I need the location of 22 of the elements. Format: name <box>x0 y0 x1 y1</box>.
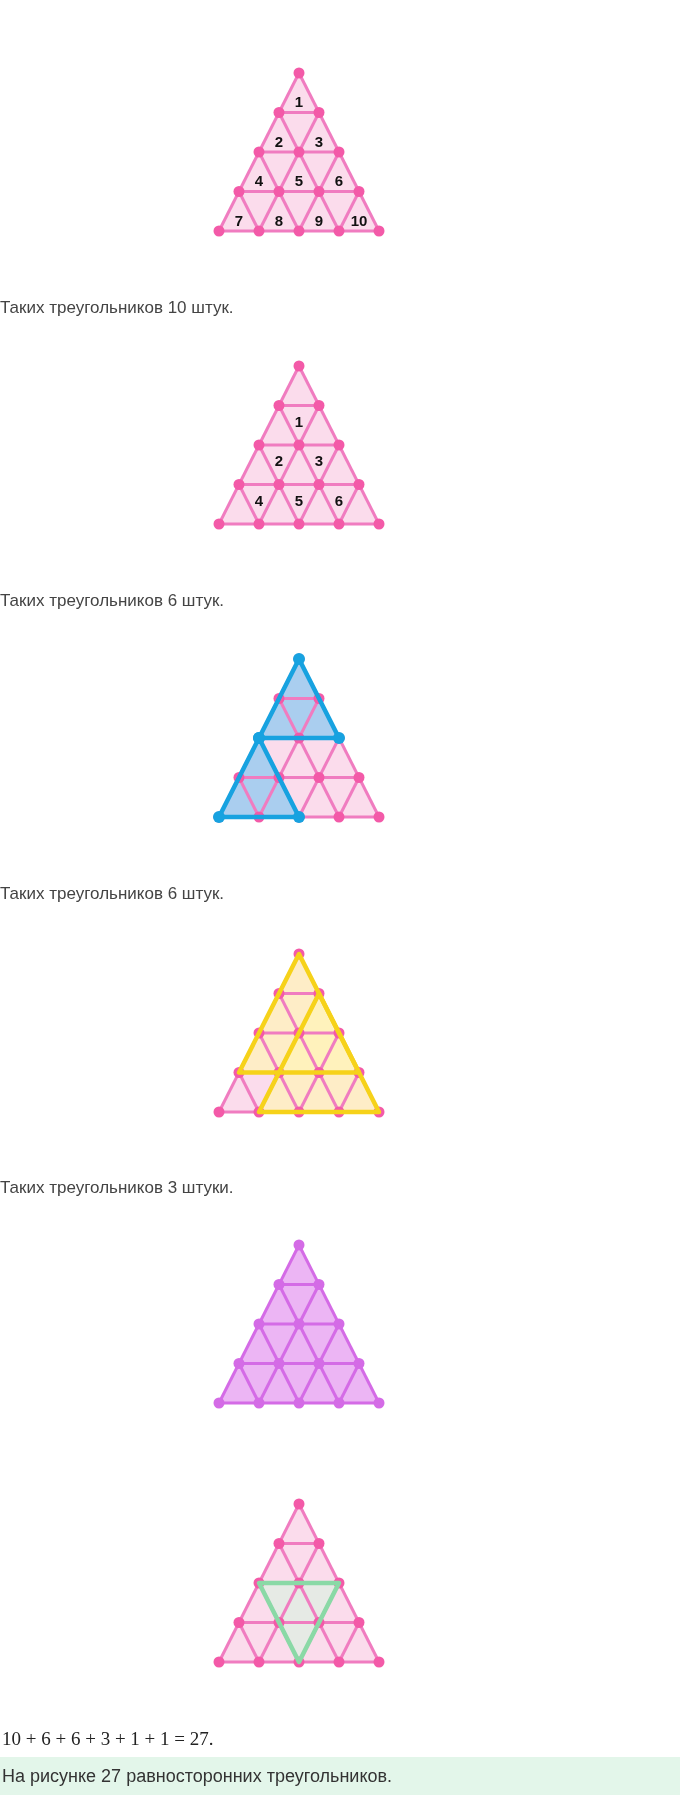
equation: 10 + 6 + 6 + 3 + 1 + 1 = 27. <box>2 1728 214 1750</box>
triangle-number: 5 <box>294 492 304 508</box>
triangle-number: 2 <box>274 452 284 468</box>
triangle-number: 7 <box>234 212 244 228</box>
triangle-number: 8 <box>274 212 284 228</box>
triangle-number: 9 <box>314 212 324 228</box>
triangle-number: 10 <box>350 212 368 228</box>
triangle-number: 3 <box>314 452 324 468</box>
triangle-number: 5 <box>294 172 304 188</box>
triangle-number: 2 <box>274 133 284 149</box>
triangle-number: 1 <box>294 413 304 429</box>
triangle-number: 4 <box>254 172 264 188</box>
triangle-number: 6 <box>334 172 344 188</box>
sentence: Таких треугольников 3 штуки. <box>0 1178 234 1199</box>
triangle-number: 6 <box>334 492 344 508</box>
answer-sentence: На рисунке 27 равносторонних треугольников. <box>2 1766 393 1787</box>
triangle-number: 3 <box>314 133 324 149</box>
sentence: Таких треугольников 6 штук. <box>0 884 225 905</box>
sentence: Таких треугольников 6 штук. <box>0 591 225 612</box>
sentence: Таких треугольников 10 штук. <box>0 298 234 319</box>
triangle-number: 1 <box>294 93 304 109</box>
triangle-number: 4 <box>254 492 264 508</box>
